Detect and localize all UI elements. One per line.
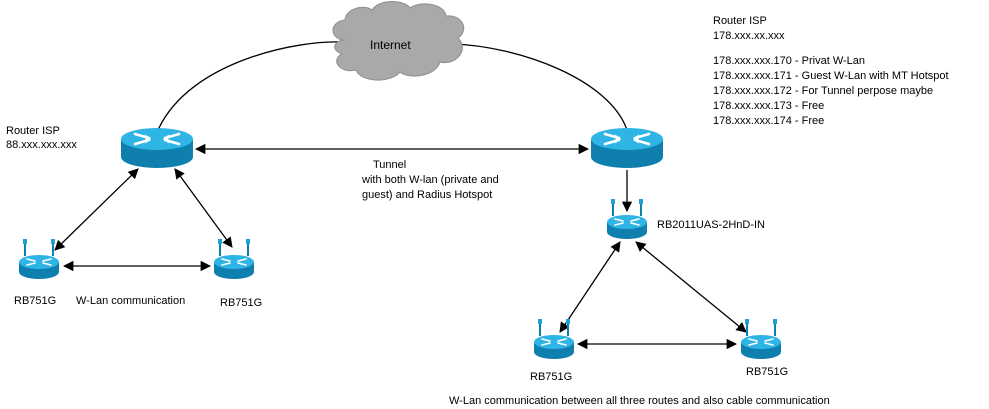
tunnel-label-line2: with both W-lan (private and <box>362 174 499 186</box>
left-client-b-wireless-router-icon <box>213 238 255 280</box>
right-router-icon <box>589 126 665 170</box>
internet-label: Internet <box>370 38 411 52</box>
left-client-a-wireless-router-icon <box>18 238 60 280</box>
internet-link-right <box>451 43 628 131</box>
right-router-info: Router ISP 178.xxx.xx.xxx 178.xxx.xxx.17… <box>713 14 949 129</box>
ap-label: RB2011UAS-2HnD-IN <box>657 219 766 231</box>
left-client-a-label: RB751G <box>14 295 57 307</box>
ip-list-item: 178.xxx.xxx.174 - Free <box>713 115 825 127</box>
ip-list-item: 178.xxx.xxx.172 - For Tunnel perpose may… <box>713 85 934 97</box>
right-client-b-label: RB751G <box>746 366 789 378</box>
right-router-title: Router ISP <box>713 15 767 27</box>
tunnel-label-line3: guest) and Radius Hotspot <box>362 189 493 201</box>
footer-note: W-Lan communication between all three ro… <box>449 395 830 407</box>
internet-link-left <box>157 41 343 131</box>
cloud-icon <box>332 1 465 81</box>
left-router-to-client-a-link <box>54 168 139 251</box>
ap-to-client-b-link <box>635 241 747 333</box>
tunnel-label-line1: Tunnel <box>373 159 407 171</box>
ip-list-item: 178.xxx.xxx.170 - Privat W-Lan <box>713 55 866 67</box>
ip-list-item: 178.xxx.xxx.173 - Free <box>713 100 825 112</box>
left-router-title: Router ISP <box>6 125 60 137</box>
left-router-icon <box>119 126 195 170</box>
left-wlan-label: W-Lan communication <box>76 295 186 307</box>
ap-to-client-a-link <box>559 241 621 333</box>
right-client-a-label: RB751G <box>530 371 573 383</box>
left-router-to-client-b-link <box>174 168 233 248</box>
left-client-b-label: RB751G <box>220 297 263 309</box>
right-client-a-wireless-router-icon <box>533 318 575 360</box>
left-router-ip: 88.xxx.xxx.xxx <box>6 139 77 151</box>
ip-list-item: 178.xxx.xxx.171 - Guest W-Lan with MT Ho… <box>713 70 949 82</box>
right-router-ip: 178.xxx.xx.xxx <box>713 30 785 42</box>
right-client-b-wireless-router-icon <box>740 318 782 360</box>
